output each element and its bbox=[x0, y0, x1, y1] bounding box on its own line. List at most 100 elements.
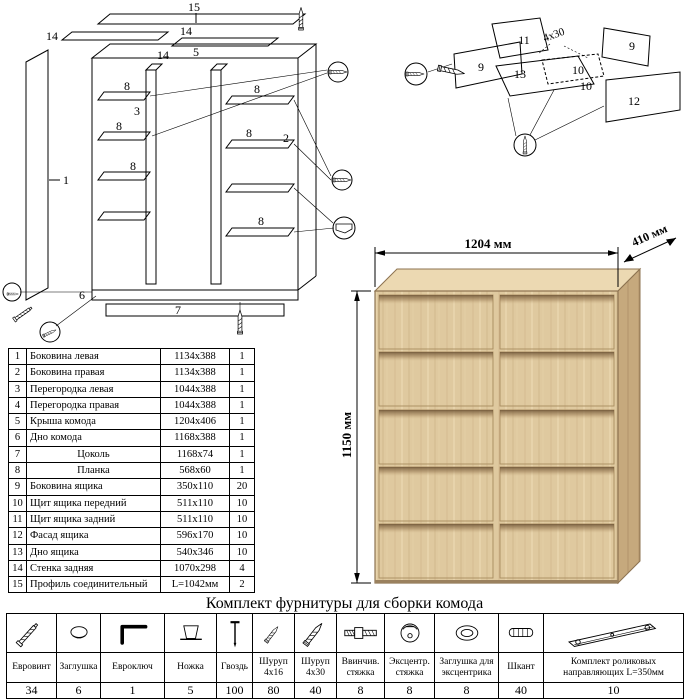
part-number-cell: 8 bbox=[8, 462, 27, 480]
hardware-name: Евровинт bbox=[6, 652, 57, 683]
part-number-cell: 2 bbox=[8, 364, 27, 382]
hardware-name: Комплект роликовых направляющих L=350мм bbox=[543, 652, 684, 683]
part-label: 12 bbox=[628, 94, 640, 108]
part-label: 8 bbox=[246, 126, 252, 140]
part-label: 14 bbox=[157, 48, 169, 62]
part-name-cell: Щит ящика передний bbox=[26, 494, 161, 512]
width-dimension-label: 1204 мм bbox=[465, 236, 512, 251]
hardware-qty: 80 bbox=[252, 682, 295, 699]
part-size-cell: 568x60 bbox=[160, 462, 230, 480]
table-row: 13 Дно ящика 540x346 10 bbox=[8, 543, 255, 561]
table-row: 6 Дно комода 1168x388 1 bbox=[8, 429, 255, 447]
fastener-detail-circle bbox=[331, 169, 353, 191]
drawer-front bbox=[378, 294, 615, 350]
part-name-cell: Боковина левая bbox=[26, 347, 161, 366]
confirmat-screw-icon bbox=[12, 305, 34, 323]
part-qty-cell: 1 bbox=[229, 396, 255, 415]
part-name-cell: Цоколь bbox=[26, 445, 161, 464]
table-row: 3 Перегородка левая 1044x388 1 bbox=[8, 380, 255, 398]
part-number-cell: 15 bbox=[8, 576, 27, 594]
part-label: 14 bbox=[46, 29, 58, 43]
part-qty-cell: 1 bbox=[229, 413, 255, 431]
hardware-qty: 1 bbox=[100, 682, 165, 699]
drawer-exploded-diagram: 11 9 9 13 10 10 12 4x30 bbox=[404, 17, 681, 157]
part-label: 8 bbox=[116, 119, 122, 133]
part-number-cell: 14 bbox=[8, 559, 27, 578]
screw-icon bbox=[332, 177, 352, 183]
part-qty-cell: 1 bbox=[229, 347, 255, 366]
cabinet-exploded-diagram: 15 14 14 14 5 1 2 3 8 8 8 8 8 8 6 7 bbox=[2, 0, 356, 343]
part-qty-cell: 1 bbox=[229, 364, 255, 382]
depth-dimension-label: 410 мм bbox=[629, 225, 669, 249]
table-row: 12 Фасад ящика 596x170 10 bbox=[8, 527, 255, 545]
part-qty-cell: 1 bbox=[229, 380, 255, 398]
table-row: 8 Планка 568x60 1 bbox=[8, 462, 255, 480]
part-size-cell: 596x170 bbox=[160, 527, 230, 545]
part-qty-cell: 10 bbox=[229, 510, 255, 529]
part-number-cell: 5 bbox=[8, 413, 27, 431]
part-name-cell: Дно ящика bbox=[26, 543, 161, 561]
cap-icon bbox=[69, 626, 88, 639]
hardware-name: Гвоздь bbox=[216, 652, 253, 683]
hardware-name: Заглушка для эксцентрика bbox=[434, 652, 499, 683]
chest-dimension-drawing: 1204 мм 410 мм 1150 мм bbox=[339, 225, 677, 585]
part-label: 8 bbox=[258, 214, 264, 228]
part-name-cell: Перегородка левая bbox=[26, 380, 161, 398]
drawer-side-panel bbox=[601, 27, 651, 67]
drawer-front bbox=[378, 466, 615, 522]
part-label: 11 bbox=[518, 33, 530, 47]
part-name-cell: Перегородка правая bbox=[26, 396, 161, 415]
part-qty-cell: 10 bbox=[229, 527, 255, 545]
part-label: 8 bbox=[124, 79, 130, 93]
hardware-name: Ножка bbox=[164, 652, 217, 683]
hardware-qty: 40 bbox=[498, 682, 544, 699]
drawer-fronts bbox=[378, 294, 615, 579]
part-name-cell: Щит ящика задний bbox=[26, 510, 161, 529]
hardware-name: Шкант bbox=[498, 652, 544, 683]
table-row: 7 Цоколь 1168x74 1 bbox=[8, 445, 255, 464]
part-size-cell: 540x346 bbox=[160, 543, 230, 561]
part-label: 1 bbox=[63, 173, 69, 187]
left-side-panel bbox=[25, 49, 49, 301]
drawer-side-panel bbox=[491, 17, 549, 59]
part-qty-cell: 4 bbox=[229, 559, 255, 578]
part-label: 10 bbox=[572, 63, 584, 77]
part-label: 8 bbox=[254, 82, 260, 96]
hardware-name: Шуруп 4x16 bbox=[252, 652, 295, 683]
part-qty-cell: 1 bbox=[229, 445, 255, 464]
chest-top-face bbox=[373, 268, 642, 292]
hardware-kit-table: Евровинт Заглушка Евроключ Ножка Гвоздь … bbox=[6, 613, 684, 699]
profile-part bbox=[96, 13, 307, 25]
screw-icon bbox=[328, 69, 348, 75]
part-size-cell: L=1042мм bbox=[160, 576, 230, 594]
part-qty-cell: 20 bbox=[229, 478, 255, 496]
fastener-detail-circle bbox=[513, 133, 537, 157]
parts-table: 1 Боковина левая 1134x388 1 2 Боковина п… bbox=[8, 347, 255, 594]
drawer-back-panel bbox=[453, 41, 523, 89]
dowel-icon bbox=[508, 628, 534, 638]
part-number-cell: 9 bbox=[8, 478, 27, 496]
table-row: 15 Профиль соединительный L=1042мм 2 bbox=[8, 576, 255, 594]
drawer-front-panel bbox=[605, 71, 681, 123]
hardware-qty: 100 bbox=[216, 682, 253, 699]
fastener-detail-circle bbox=[327, 61, 349, 83]
screw-icon bbox=[298, 7, 304, 31]
part-label: 9 bbox=[478, 60, 484, 74]
part-name-cell: Фасад ящика bbox=[26, 527, 161, 545]
part-label: 10 bbox=[580, 79, 592, 93]
height-dimension bbox=[351, 290, 371, 584]
chest-side-face bbox=[617, 267, 641, 585]
part-size-cell: 1134x388 bbox=[160, 364, 230, 382]
hardware-name: Ввинчив. стяжка bbox=[336, 652, 385, 683]
part-label: 13 bbox=[514, 67, 526, 81]
screw-in-connector-icon bbox=[343, 627, 377, 639]
table-row: 5 Крыша комода 1204x406 1 bbox=[8, 413, 255, 431]
part-number-cell: 6 bbox=[8, 429, 27, 447]
screw-icon bbox=[6, 292, 19, 296]
part-label: 2 bbox=[283, 131, 289, 145]
table-row: 9 Боковина ящика 350x110 20 bbox=[8, 478, 255, 496]
part-name-cell: Боковина ящика bbox=[26, 478, 161, 496]
drawer-bottom-panel bbox=[495, 55, 595, 97]
part-number-cell: 11 bbox=[8, 510, 27, 529]
